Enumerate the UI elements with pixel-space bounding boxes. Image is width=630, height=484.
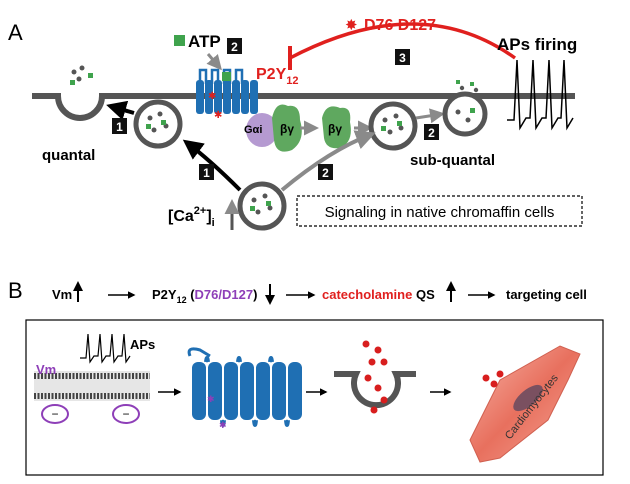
chain-vm: Vm [52, 287, 72, 302]
g-protein-complex [246, 104, 302, 152]
p2y12-receptor-b: ✱ ✱ [187, 347, 302, 430]
step-badge-3-text: 3 [399, 51, 406, 65]
minus-sign-2: − [122, 407, 129, 421]
cardiomyocyte-cell [469, 345, 581, 463]
quantal-vesicle-contents [70, 65, 93, 85]
step-badge-2a-text: 2 [231, 40, 238, 54]
mutation-label-a: D76 D127 [364, 17, 436, 34]
vesicle-subquantal-2 [442, 80, 488, 137]
arrow-cytosol-to-subquantal [280, 130, 376, 192]
step-badge-1b-text: 1 [203, 166, 210, 180]
arrow-cytosol-to-quantal [182, 139, 242, 192]
atp-square-icon [174, 35, 185, 46]
betagamma-free [322, 106, 351, 149]
step-badge-3 [395, 49, 410, 65]
vm-label-b: Vm [36, 362, 56, 377]
svg-text:✱: ✱ [219, 420, 227, 430]
p2y12-receptor: ✱ ✱ [196, 68, 258, 121]
svg-text:✱: ✱ [214, 110, 222, 121]
step-badge-2b-text: 2 [428, 126, 435, 140]
vesicle-docked [133, 99, 183, 149]
step-badge-2b [424, 124, 439, 140]
step-badge-1b [199, 164, 214, 180]
panel-a-label: A [8, 20, 23, 45]
panel-b-frame [25, 319, 604, 476]
minus-sign-1: − [51, 407, 58, 421]
signaling-box [296, 195, 583, 227]
step-badge-1a-text: 1 [116, 120, 123, 134]
ap-trace-a [507, 59, 574, 131]
galpha-label: Gαi [244, 124, 262, 136]
lipid-bilayer [34, 371, 150, 401]
subquantal-label: sub-quantal [410, 152, 495, 169]
charge-ring-1 [41, 404, 69, 424]
exocytosis-vesicle [334, 340, 416, 414]
aps-firing-label: APs firing [497, 35, 577, 54]
arrow-to-fusion [106, 100, 135, 121]
calcium-label: [Ca2+]i [168, 205, 215, 229]
subquantal-arrow [415, 108, 445, 124]
chain-target: targeting cell [506, 287, 587, 302]
step-badge-1a [112, 118, 127, 134]
vesicle-subquantal-1 [368, 101, 418, 151]
panel-b-label: B [8, 278, 23, 303]
mutation-star-icon: ✸ [345, 17, 358, 34]
step-badge-2c-text: 2 [322, 166, 329, 180]
aps-label: APs [130, 337, 155, 352]
charge-ring-2 [112, 404, 140, 424]
ap-trace-b [80, 333, 131, 364]
atp-binding-arrow [206, 53, 222, 71]
plasma-membrane [32, 93, 575, 121]
betagamma-label-1: βγ [280, 122, 294, 136]
inhibition-arc [289, 22, 517, 60]
svg-text:✱: ✱ [208, 91, 216, 102]
chain-catecholamine: catecholamine QS [322, 287, 435, 302]
step-badge-2a [227, 38, 242, 54]
quantal-label: quantal [42, 147, 95, 164]
step-badge-2c [318, 164, 333, 180]
svg-text:✱: ✱ [207, 394, 215, 404]
vesicle-cytosolic [237, 181, 287, 231]
betagamma-label-2: βγ [328, 122, 342, 136]
receptor-label-a: P2Y12 [256, 66, 299, 87]
atp-label: ATP [188, 32, 221, 51]
chain-receptor: P2Y12 (D76/D127) [152, 287, 257, 305]
signaling-box-label: Signaling in native chromaffin cells [325, 204, 555, 221]
